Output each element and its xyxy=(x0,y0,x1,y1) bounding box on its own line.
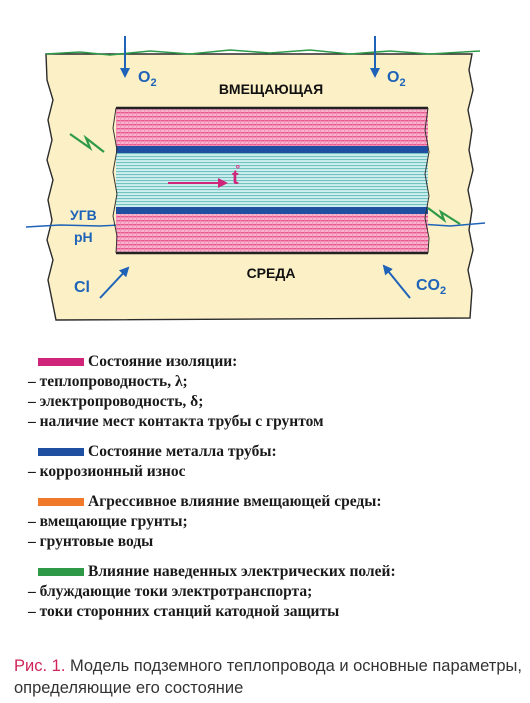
legend-swatch xyxy=(38,568,84,576)
legend-heading: Влияние наведенных электрических полей: xyxy=(28,562,518,582)
pipe-edge-right xyxy=(424,107,430,254)
legend-group: Влияние наведенных электрических полей: –… xyxy=(28,562,518,622)
label-host-bottom: СРЕДА xyxy=(247,265,296,281)
temperature-label: t° xyxy=(232,164,240,189)
ugv-label: УГВ xyxy=(70,207,97,223)
legend-group: Состояние изоляции: – теплопроводность, λ… xyxy=(28,352,518,432)
legend-title: Влияние наведенных электрических полей: xyxy=(88,563,396,580)
stray-current-left-icon xyxy=(69,133,105,153)
ph-label: pH xyxy=(74,229,93,245)
legend-group: Агрессивное влияние вмещающей среды: – вм… xyxy=(28,492,518,552)
legend-swatch xyxy=(38,448,84,456)
legend-item: – грунтовые воды xyxy=(28,533,154,550)
legend-item: – блуждающие токи электротранспорта; xyxy=(28,583,313,600)
legend-title: Состояние изоляции: xyxy=(88,353,238,370)
legend-group: Состояние металла трубы: – коррозионный и… xyxy=(28,442,518,482)
label-host-top: ВМЕЩАЮЩАЯ xyxy=(219,81,323,97)
heat-carrier-fluid xyxy=(116,153,428,207)
insulation-bottom xyxy=(116,214,428,252)
caption-label: Рис. 1. xyxy=(14,657,66,675)
o2-label-left: O2 xyxy=(138,69,157,89)
legend-item: – теплопроводность, λ; xyxy=(28,373,188,390)
caption-text: Модель подземного теплопровода и основны… xyxy=(14,657,522,697)
legend-title: Агрессивное влияние вмещающей среды: xyxy=(88,493,382,510)
legend-heading: Состояние изоляции: xyxy=(28,352,518,372)
co2-arrow xyxy=(382,264,411,299)
figure-caption: Рис. 1. Модель подземного теплопровода и… xyxy=(14,655,524,699)
legend-item: – коррозионный износ xyxy=(28,463,186,480)
pipe-edge-left xyxy=(112,107,118,254)
metal-wall-top xyxy=(116,146,428,153)
legend-heading: Агрессивное влияние вмещающей среды: xyxy=(28,492,518,512)
metal-wall-bottom xyxy=(116,207,428,214)
o2-label-right: O2 xyxy=(387,69,406,89)
legend-heading: Состояние металла трубы: xyxy=(28,442,518,462)
legend-item: – вмещающие грунты; xyxy=(28,513,188,530)
legend-item: – электропроводность, δ; xyxy=(28,393,204,410)
legend: Состояние изоляции: – теплопроводность, λ… xyxy=(28,352,518,632)
stray-current-right-icon xyxy=(427,207,461,225)
pipeline-diagram: O2 O2 ВМЕЩАЮЩАЯ СРЕДА t° УГВ pH Cl CO2 xyxy=(25,36,486,321)
legend-swatch xyxy=(38,498,84,506)
legend-swatch xyxy=(38,358,84,366)
legend-title: Состояние металла трубы: xyxy=(88,443,277,460)
cl-arrow xyxy=(99,266,130,299)
legend-item: – наличие мест контакта трубы с грунтом xyxy=(28,413,324,430)
cl-label: Cl xyxy=(74,279,90,296)
ground-surface-line xyxy=(45,49,481,56)
insulation-top xyxy=(116,108,428,146)
legend-item: – токи сторонних станций катодной защиты xyxy=(28,603,340,620)
co2-label: CO2 xyxy=(416,277,446,297)
